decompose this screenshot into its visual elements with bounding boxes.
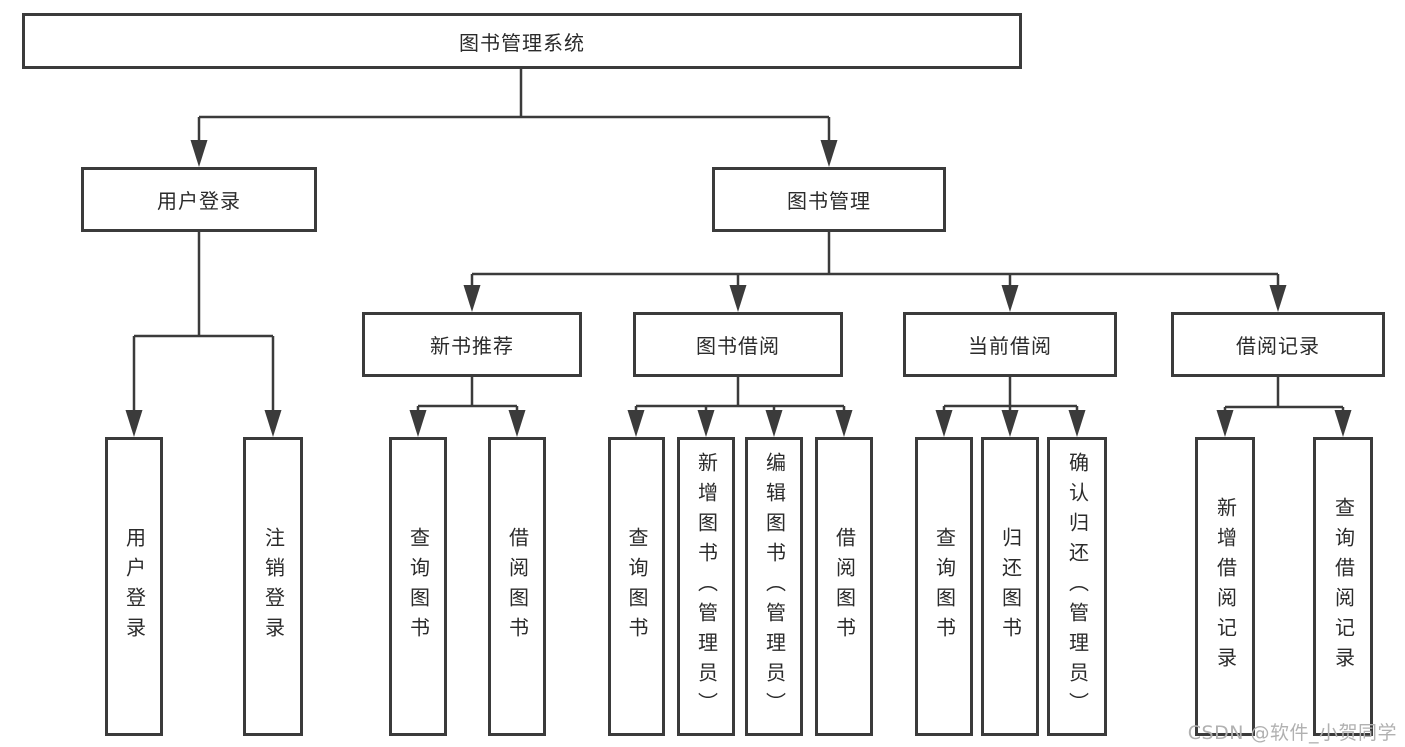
connector-new-book-recommend [418,377,517,408]
node-borrow-records-label: 借阅记录 [1236,334,1320,358]
connector-user-login [134,232,273,338]
leaf-query-books-recommend: 查询图书 [389,437,447,736]
leaf-query-borrow-record-label: 查询借阅记录 [1331,496,1356,677]
leaf-add-book-admin-label: 新增图书（管理员） [694,451,719,722]
leaf-logout-label: 注销登录 [261,526,286,647]
node-borrow-records: 借阅记录 [1171,312,1385,377]
leaf-add-book-admin: 新增图书（管理员） [677,437,735,736]
node-book-management: 图书管理 [712,167,946,232]
node-current-borrow: 当前借阅 [903,312,1117,377]
leaf-borrow-books-recommend: 借阅图书 [488,437,546,736]
connector-book-borrow [636,377,844,408]
leaf-borrow-books-label: 借阅图书 [832,526,857,647]
leaf-edit-book-admin-label: 编辑图书（管理员） [762,451,787,722]
connector-current-borrow [944,377,1077,408]
arrowheads [125,117,1352,437]
leaf-query-books-current: 查询图书 [915,437,973,736]
leaf-user-login-label: 用户登录 [122,526,147,647]
connector-borrow-records [1225,377,1343,409]
node-new-book-recommend-label: 新书推荐 [430,334,514,358]
node-book-borrow: 图书借阅 [633,312,843,377]
leaf-add-borrow-record-label: 新增借阅记录 [1213,496,1238,677]
node-root: 图书管理系统 [22,13,1022,69]
leaf-add-borrow-record: 新增借阅记录 [1195,437,1255,736]
leaf-logout: 注销登录 [243,437,303,736]
node-user-login: 用户登录 [81,167,317,232]
leaf-edit-book-admin: 编辑图书（管理员） [745,437,803,736]
connector-root [199,69,829,119]
leaf-query-books-borrow-label: 查询图书 [625,526,649,647]
connector-book-management [472,232,1278,276]
node-current-borrow-label: 当前借阅 [968,334,1052,358]
leaf-query-books-current-label: 查询图书 [932,526,957,647]
node-new-book-recommend: 新书推荐 [362,312,582,377]
leaf-query-borrow-record: 查询借阅记录 [1313,437,1373,736]
leaf-query-books-borrow: 查询图书 [608,437,665,736]
watermark: CSDN @软件_小贺同学 [1187,722,1397,744]
leaf-user-login: 用户登录 [105,437,163,736]
leaf-confirm-return-admin: 确认归还（管理员） [1047,437,1107,736]
leaf-return-book: 归还图书 [981,437,1039,736]
leaf-borrow-books-recommend-label: 借阅图书 [505,526,530,647]
node-book-borrow-label: 图书借阅 [696,334,780,358]
leaf-borrow-books: 借阅图书 [815,437,873,736]
leaf-query-books-recommend-label: 查询图书 [406,526,431,647]
node-book-management-label: 图书管理 [787,189,871,213]
leaf-return-book-label: 归还图书 [998,526,1023,647]
leaf-confirm-return-admin-label: 确认归还（管理员） [1065,451,1090,722]
node-root-label: 图书管理系统 [459,30,585,55]
node-user-login-label: 用户登录 [157,189,241,213]
